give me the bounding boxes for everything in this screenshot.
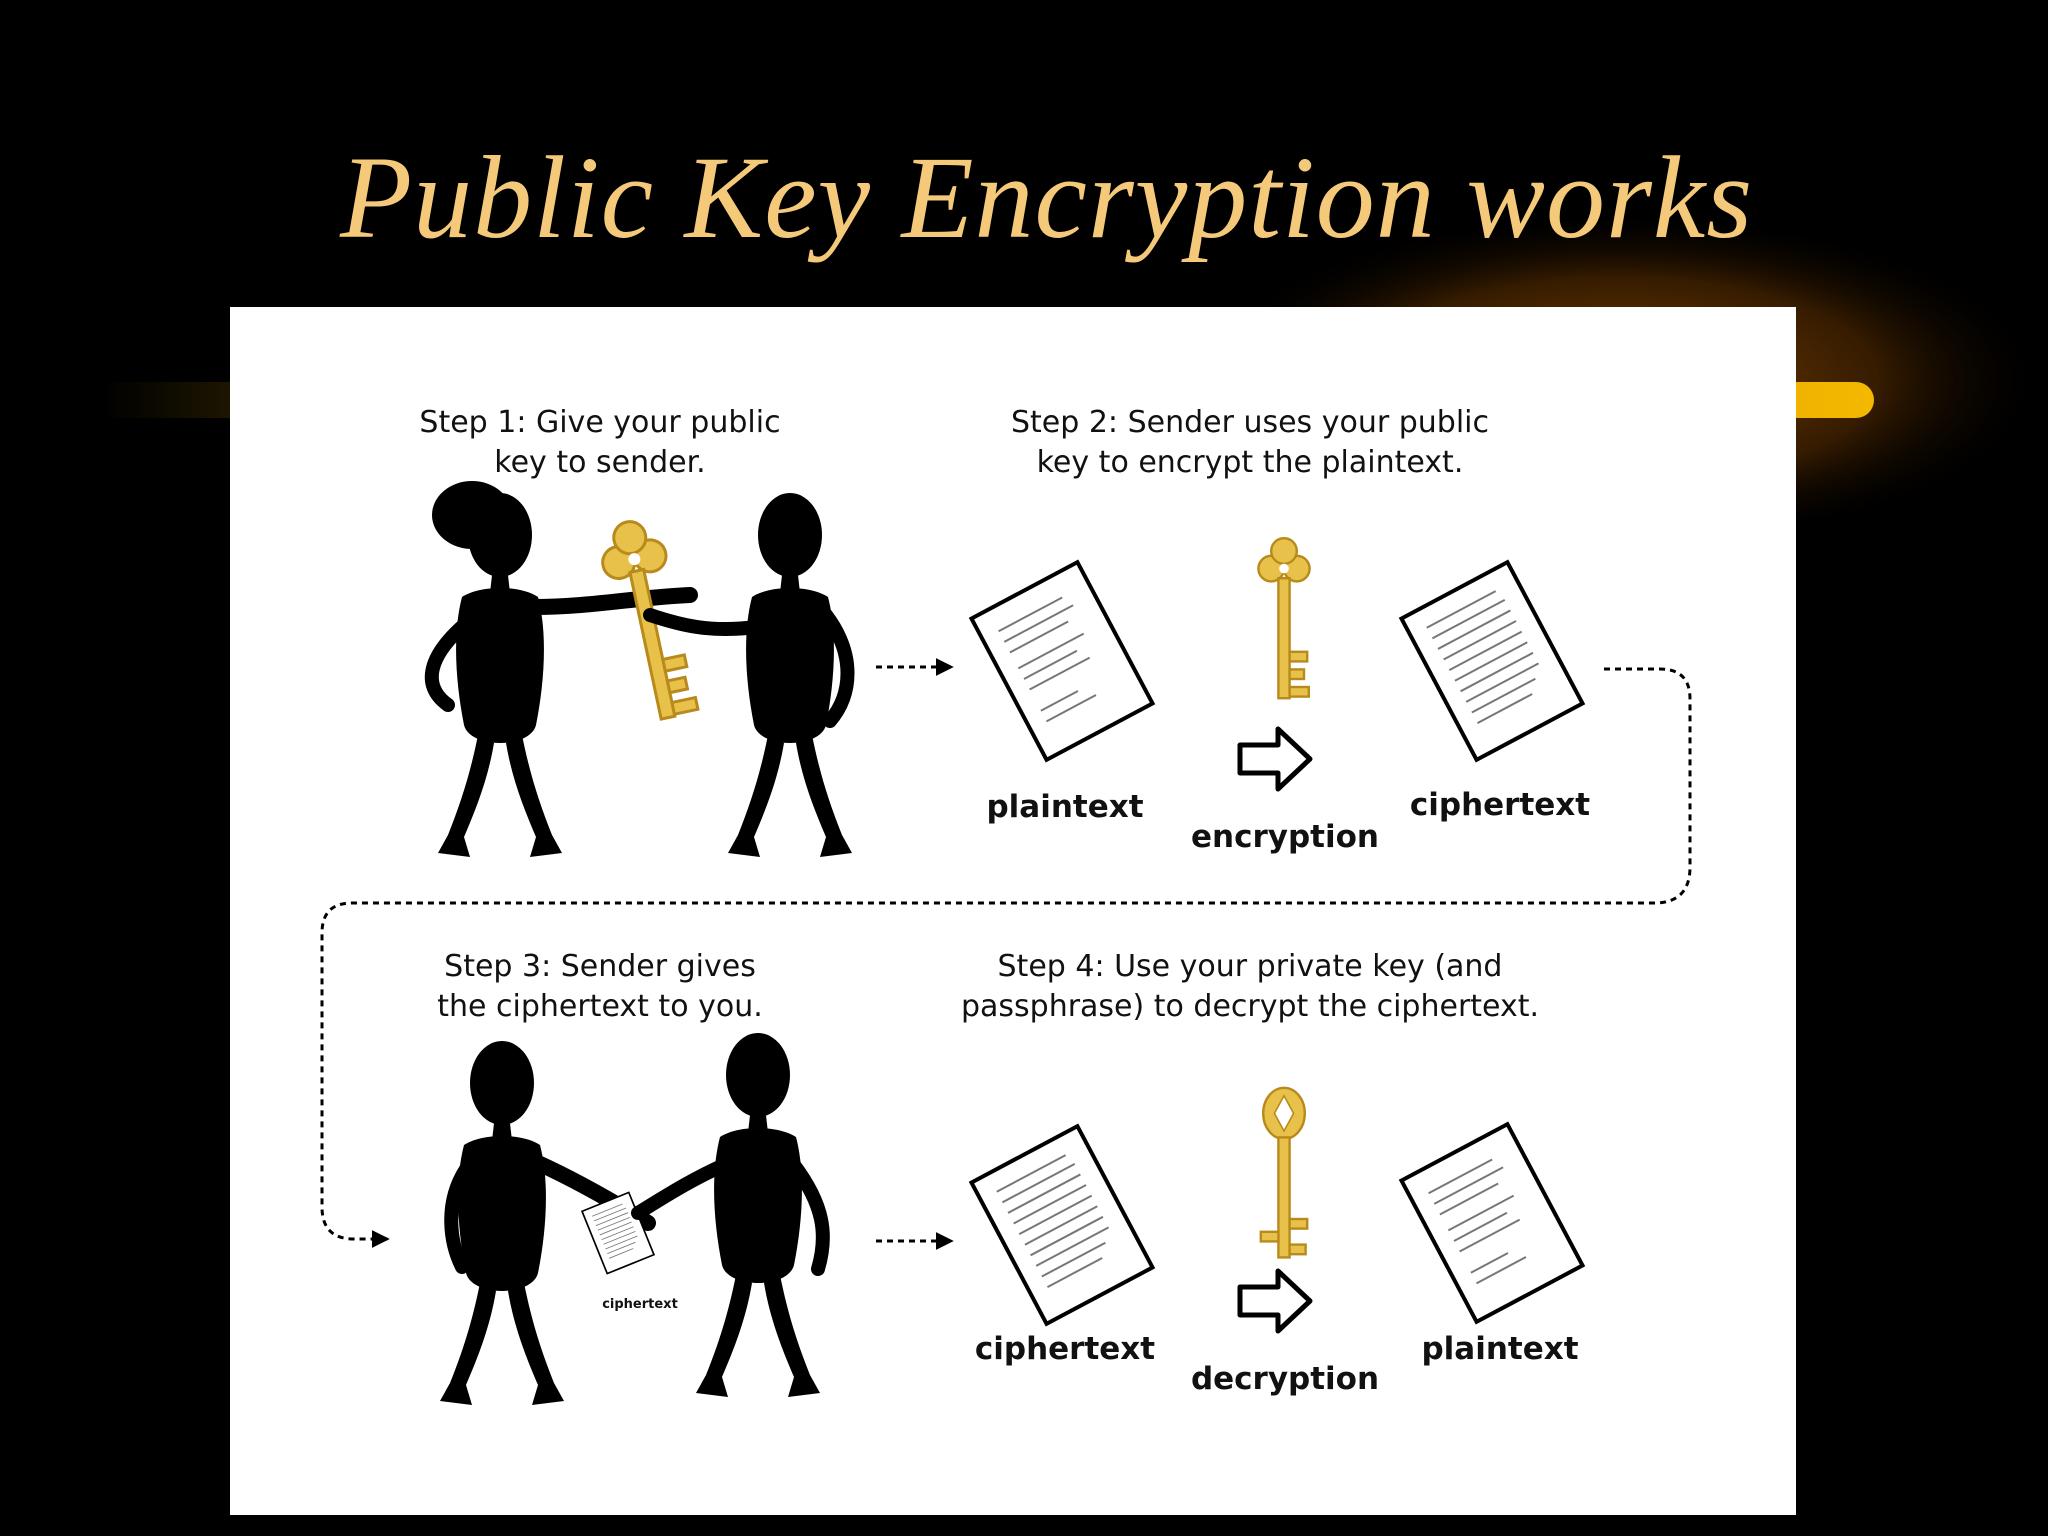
arrow-right-icon (1240, 729, 1310, 789)
row1-input-label: plaintext (986, 789, 1144, 825)
person-icon (631, 1033, 830, 1397)
step1-line2: key to sender. (494, 445, 706, 480)
step1-line1: Step 1: Give your public (419, 405, 781, 440)
step2-caption: Step 2: Sender uses your public key to e… (970, 403, 1530, 483)
document-icon (971, 1126, 1152, 1324)
arrow-right-icon (1240, 1271, 1310, 1331)
step4-caption: Step 4: Use your private key (and passph… (930, 947, 1570, 1027)
step3-caption: Step 3: Sender gives the ciphertext to y… (390, 947, 810, 1027)
step3-line1: Step 3: Sender gives (444, 949, 756, 984)
row2-input-label: ciphertext (974, 1331, 1156, 1367)
diagram-panel: Step 1: Give your public key to sender. … (230, 307, 1796, 1515)
document-icon (971, 562, 1152, 760)
step1-caption: Step 1: Give your public key to sender. (390, 403, 810, 483)
handoff-label: ciphertext (602, 1297, 678, 1312)
row2-process-label: decryption (1190, 1361, 1380, 1397)
step4-line1: Step 4: Use your private key (and (997, 949, 1503, 984)
row1-process-label: encryption (1191, 819, 1379, 855)
public-key-icon (1257, 537, 1311, 700)
row2-output-label: plaintext (1421, 1331, 1579, 1367)
diagram-artwork (320, 481, 1692, 1405)
person-icon (643, 493, 855, 857)
step2-line2: key to encrypt the plaintext. (1036, 445, 1464, 480)
row1-output-label: ciphertext (1409, 787, 1591, 823)
step2-line1: Step 2: Sender uses your public (1011, 405, 1489, 440)
document-icon (1401, 562, 1582, 760)
slide-title: Public Key Encryption works (340, 132, 1754, 263)
flow-connector (320, 667, 1692, 1248)
step3-line2: the ciphertext to you. (437, 989, 763, 1024)
private-key-icon (1259, 1086, 1309, 1259)
person-icon (424, 481, 698, 857)
document-icon (1401, 1124, 1582, 1322)
step4-line2: passphrase) to decrypt the ciphertext. (960, 989, 1540, 1024)
